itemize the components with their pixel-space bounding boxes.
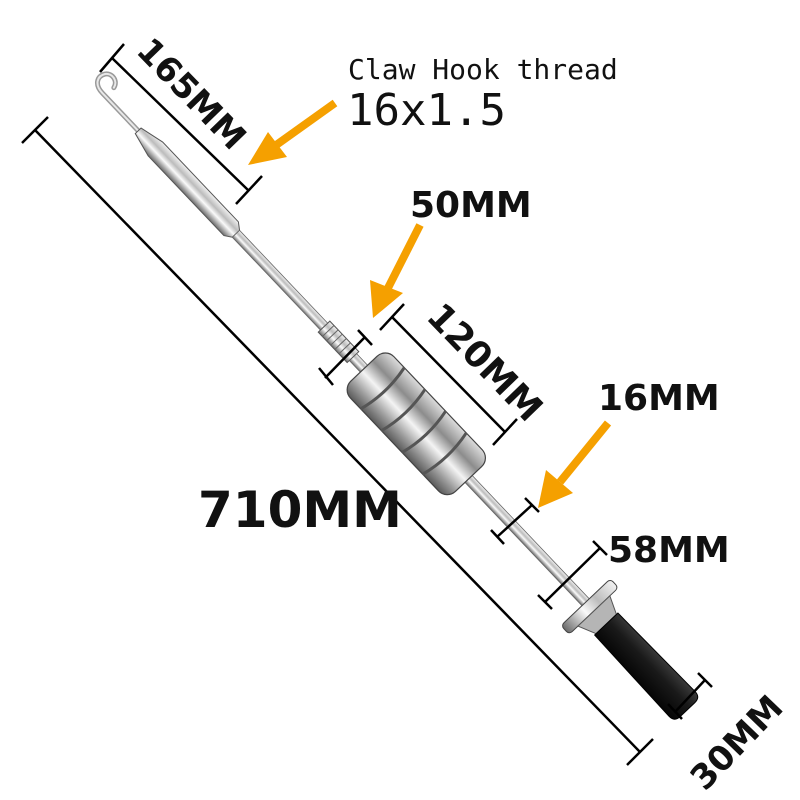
total-length-line bbox=[34, 129, 641, 753]
rod-diameter-line bbox=[496, 504, 533, 538]
total-length-label: 710MM bbox=[198, 481, 402, 539]
collar-width-line bbox=[324, 336, 366, 379]
collar-width-label: 50MM bbox=[410, 185, 532, 226]
arrow-collar bbox=[370, 223, 424, 318]
arrow-rod bbox=[538, 420, 612, 508]
guard-diameter-label: 58MM bbox=[608, 530, 730, 571]
slide-hammer-tool bbox=[95, 71, 699, 720]
handle-guard bbox=[562, 580, 618, 635]
claw-hook-title: Claw Hook thread bbox=[348, 53, 618, 86]
weight-length-line bbox=[391, 316, 506, 433]
rubber-handle bbox=[593, 612, 699, 720]
dimension-lines bbox=[21, 43, 713, 766]
claw-hook bbox=[95, 71, 141, 134]
rod-diameter-label: 16MM bbox=[598, 378, 720, 419]
thread-spec: 16x1.5 bbox=[347, 85, 506, 136]
slide-weight bbox=[346, 352, 486, 496]
hook-length-line bbox=[111, 57, 249, 191]
guard-diameter-line bbox=[544, 547, 601, 603]
threaded-collar bbox=[317, 320, 360, 364]
handle-diameter-line bbox=[674, 679, 706, 713]
callout-arrows bbox=[248, 99, 612, 508]
dimension-labels: Claw Hook thread 16x1.5 165MM 50MM 120MM… bbox=[129, 30, 792, 798]
arrow-hook bbox=[248, 99, 338, 165]
handle-diameter-label: 30MM bbox=[683, 688, 792, 798]
